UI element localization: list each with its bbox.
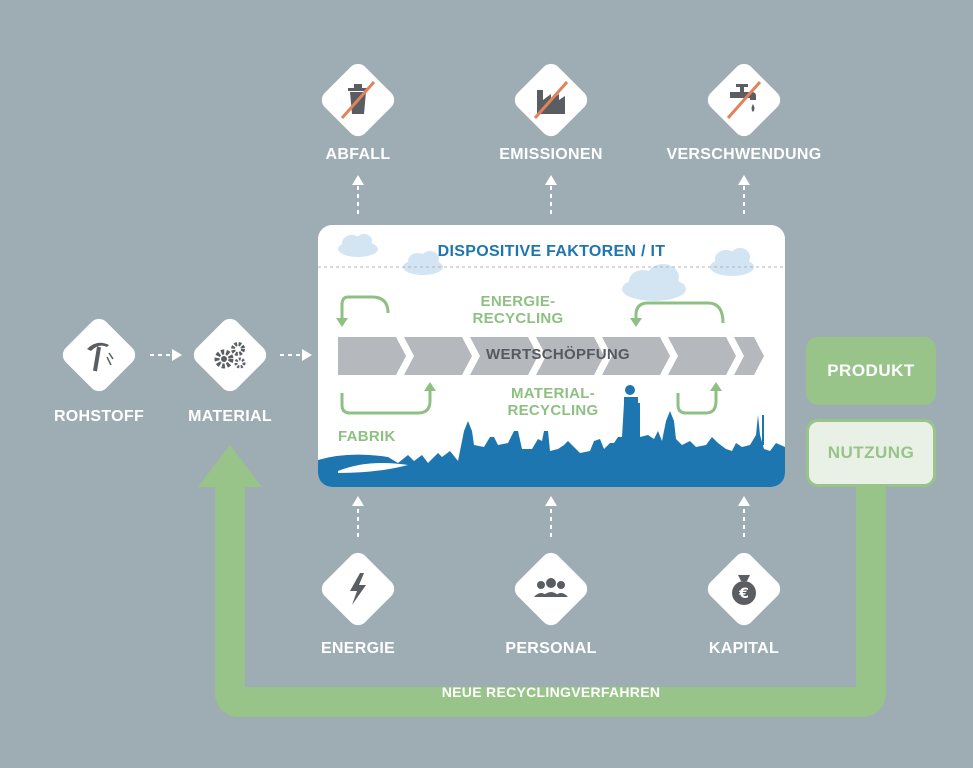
material-recycling-line-2: RECYCLING bbox=[507, 402, 599, 419]
recycling-loop-label: NEUE RECYCLINGVERFAHREN bbox=[441, 684, 661, 700]
output-label-abfall: ABFALL bbox=[325, 146, 391, 163]
factory-card-graphics bbox=[318, 234, 785, 487]
trash-crossed-icon bbox=[340, 81, 376, 119]
recycling-loop-arrow bbox=[215, 485, 886, 717]
money-bag-euro-icon: € bbox=[732, 575, 756, 605]
cloud-icons bbox=[338, 234, 754, 301]
svg-text:€: € bbox=[738, 586, 749, 602]
pickaxe-icon bbox=[87, 342, 114, 372]
recycling-loop-arrowhead bbox=[198, 445, 262, 487]
output-arrows bbox=[357, 184, 745, 214]
input-label-energie: ENERGIE bbox=[320, 640, 396, 657]
output-label-verschwendung: VERSCHWENDUNG bbox=[666, 146, 822, 163]
value-chain-chevrons bbox=[338, 337, 764, 375]
gears-icon bbox=[214, 342, 246, 369]
output-label-emissionen: EMISSIONEN bbox=[499, 146, 603, 163]
product-box: PRODUKT bbox=[806, 337, 936, 405]
input-label-personal: PERSONAL bbox=[505, 640, 597, 657]
material-recycling-line-1: MATERIAL- bbox=[510, 385, 596, 402]
recycling-arrows bbox=[340, 295, 725, 415]
energy-recycling-label: ENERGIE- RECYCLING bbox=[458, 293, 578, 327]
material-recycling-label: MATERIAL- RECYCLING bbox=[488, 385, 618, 419]
input-label-kapital: KAPITAL bbox=[708, 640, 780, 657]
factory-crossed-icon bbox=[533, 81, 569, 119]
usage-box: NUTZUNG bbox=[806, 419, 936, 487]
factory-card: DISPOSITIVE FAKTOREN / IT ENERGIE- RECYC… bbox=[318, 225, 785, 487]
stadium-shape bbox=[338, 463, 408, 473]
people-icon bbox=[534, 578, 568, 597]
lightning-icon bbox=[350, 573, 366, 605]
supply-label-material: MATERIAL bbox=[188, 408, 272, 425]
city-skyline bbox=[318, 385, 785, 487]
faucet-crossed-icon bbox=[726, 81, 762, 119]
energy-recycling-line-2: RECYCLING bbox=[472, 310, 564, 327]
value-chain-label: WERTSCHÖPFUNG bbox=[486, 346, 630, 363]
energy-recycling-line-1: ENERGIE- bbox=[480, 293, 556, 310]
factory-title: DISPOSITIVE FAKTOREN / IT bbox=[437, 243, 666, 260]
factory-label: FABRIK bbox=[338, 428, 396, 445]
supply-label-rohstoff: ROHSTOFF bbox=[53, 408, 145, 425]
